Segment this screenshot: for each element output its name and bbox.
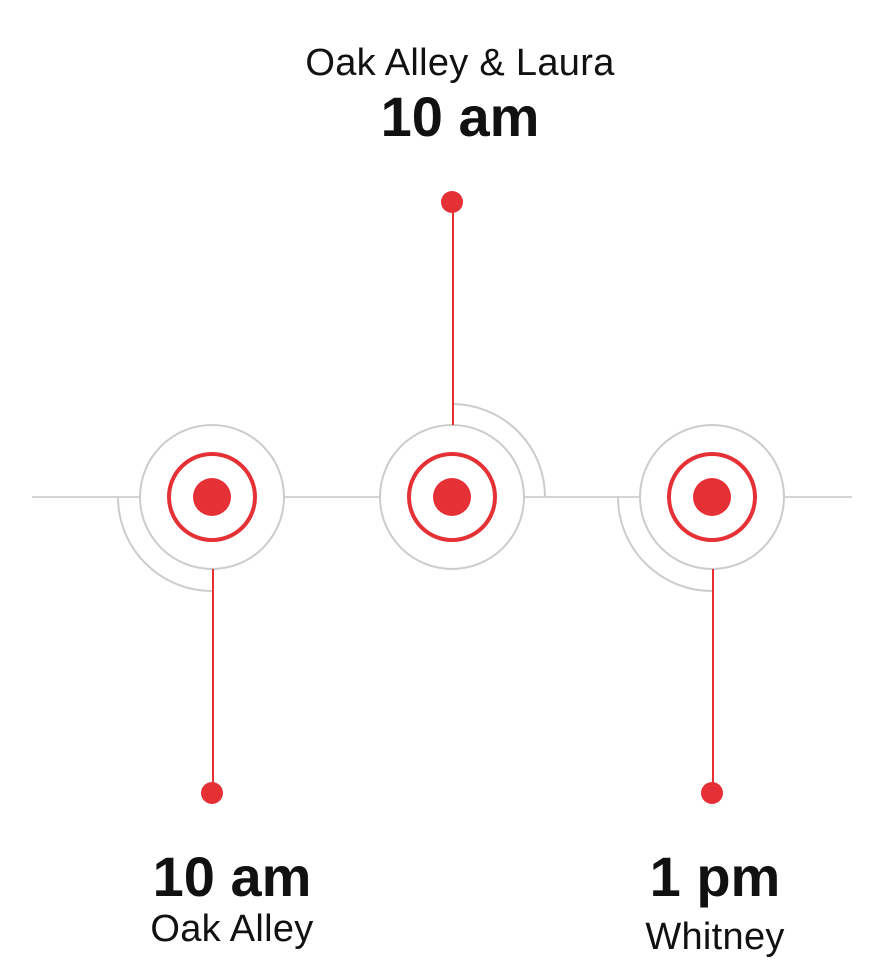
stop-marker-middle: [379, 191, 546, 570]
stop-label-left: 10 am Oak Alley: [150, 846, 313, 951]
connector-dot: [441, 191, 463, 213]
stop-place: Oak Alley: [150, 907, 314, 950]
stop-place: Whitney: [645, 915, 785, 958]
target-ring: [667, 452, 757, 542]
connector-dot: [701, 782, 723, 804]
target-dot: [693, 478, 731, 516]
stop-time: 10 am: [152, 845, 312, 908]
decorative-arc: [117, 496, 213, 592]
decorative-arc: [451, 403, 546, 498]
target-dot: [433, 478, 471, 516]
stop-marker-right: [617, 424, 785, 804]
target-ring: [407, 452, 497, 542]
target-dot: [193, 478, 231, 516]
stop-label-middle: Oak Alley & Laura 10 am: [305, 42, 614, 147]
stop-marker-left: [117, 424, 285, 804]
decorative-arc: [617, 496, 713, 592]
stop-place: Oak Alley & Laura: [305, 42, 615, 84]
stop-label-right: 1 pm Whitney: [645, 846, 784, 959]
connector-dot: [201, 782, 223, 804]
stop-time: 10 am: [380, 84, 540, 148]
stop-time: 1 pm: [649, 845, 781, 908]
target-ring: [167, 452, 257, 542]
